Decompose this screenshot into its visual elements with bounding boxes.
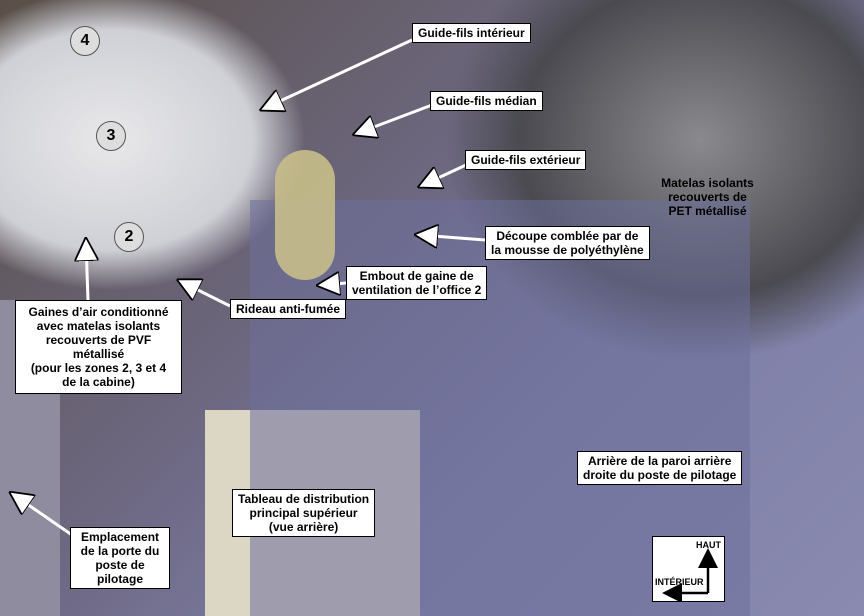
text-line: principal supérieur: [249, 506, 358, 520]
text-line: (vue arrière): [268, 520, 339, 534]
text-line: de la porte du: [80, 544, 160, 558]
arrow-guide-med: [358, 103, 433, 133]
arrow-rideau: [182, 282, 231, 308]
label-guide-ext: Guide-fils extérieur: [465, 150, 587, 170]
orientation-indicator: HAUT INTÉRIEUR: [652, 536, 725, 602]
label-gaines: Gaines d’air conditionné avec matelas is…: [15, 300, 182, 394]
arrow-decoupe: [420, 235, 486, 240]
arrow-guide-ext: [423, 163, 467, 185]
text-line: recouverts de PVF métallisé: [45, 333, 152, 361]
text-line: Emplacement: [80, 530, 160, 544]
label-decoupe: Découpe comblée par de la mousse de poly…: [485, 226, 650, 260]
text-line: Découpe comblée par de: [496, 229, 639, 243]
text-line: Matelas isolants: [661, 176, 754, 190]
zone-3-badge: 3: [96, 121, 126, 151]
zone-4-badge: 4: [70, 26, 100, 56]
arrow-guide-int: [265, 38, 413, 108]
text-line: Arrière de la paroi arrière: [587, 454, 732, 468]
text-line: ventilation de l’office 2: [352, 283, 482, 297]
up-label: HAUT: [696, 540, 721, 550]
label-arriere: Arrière de la paroi arrière droite du po…: [577, 451, 743, 485]
text-line: Gaines d’air conditionné: [28, 305, 169, 319]
label-guide-med: Guide-fils médian: [430, 91, 543, 111]
label-embout: Embout de gaine de ventilation de l’offi…: [346, 266, 488, 300]
text-line: recouverts de: [668, 190, 747, 204]
text-line: droite du poste de pilotage: [583, 468, 737, 482]
label-guide-int: Guide-fils intérieur: [412, 23, 531, 43]
zone-2-badge: 2: [114, 222, 144, 252]
arrow-gaines: [86, 243, 88, 301]
text-line: Embout de gaine de: [359, 269, 474, 283]
text-line: poste de pilotage: [95, 558, 145, 586]
text-line: avec matelas isolants: [36, 319, 161, 333]
inside-label: INTÉRIEUR: [655, 577, 704, 587]
label-porte: Emplacement de la porte du poste de pilo…: [70, 527, 170, 589]
label-matelas-pet: Matelas isolants recouverts de PET métal…: [655, 176, 760, 218]
label-rideau: Rideau anti-fumée: [230, 299, 347, 319]
text-line: la mousse de polyéthylène: [491, 243, 644, 257]
text-line: (pour les zones 2, 3 et 4: [30, 361, 167, 375]
label-tableau: Tableau de distribution principal supéri…: [232, 489, 376, 537]
arrow-embout: [322, 283, 347, 285]
arrow-porte: [14, 495, 73, 537]
duct-hose: [275, 150, 335, 280]
orientation-arrows-icon: [662, 548, 718, 601]
text-line: PET métallisé: [668, 204, 747, 218]
text-line: de la cabine): [62, 375, 135, 389]
text-line: Tableau de distribution: [238, 492, 370, 506]
